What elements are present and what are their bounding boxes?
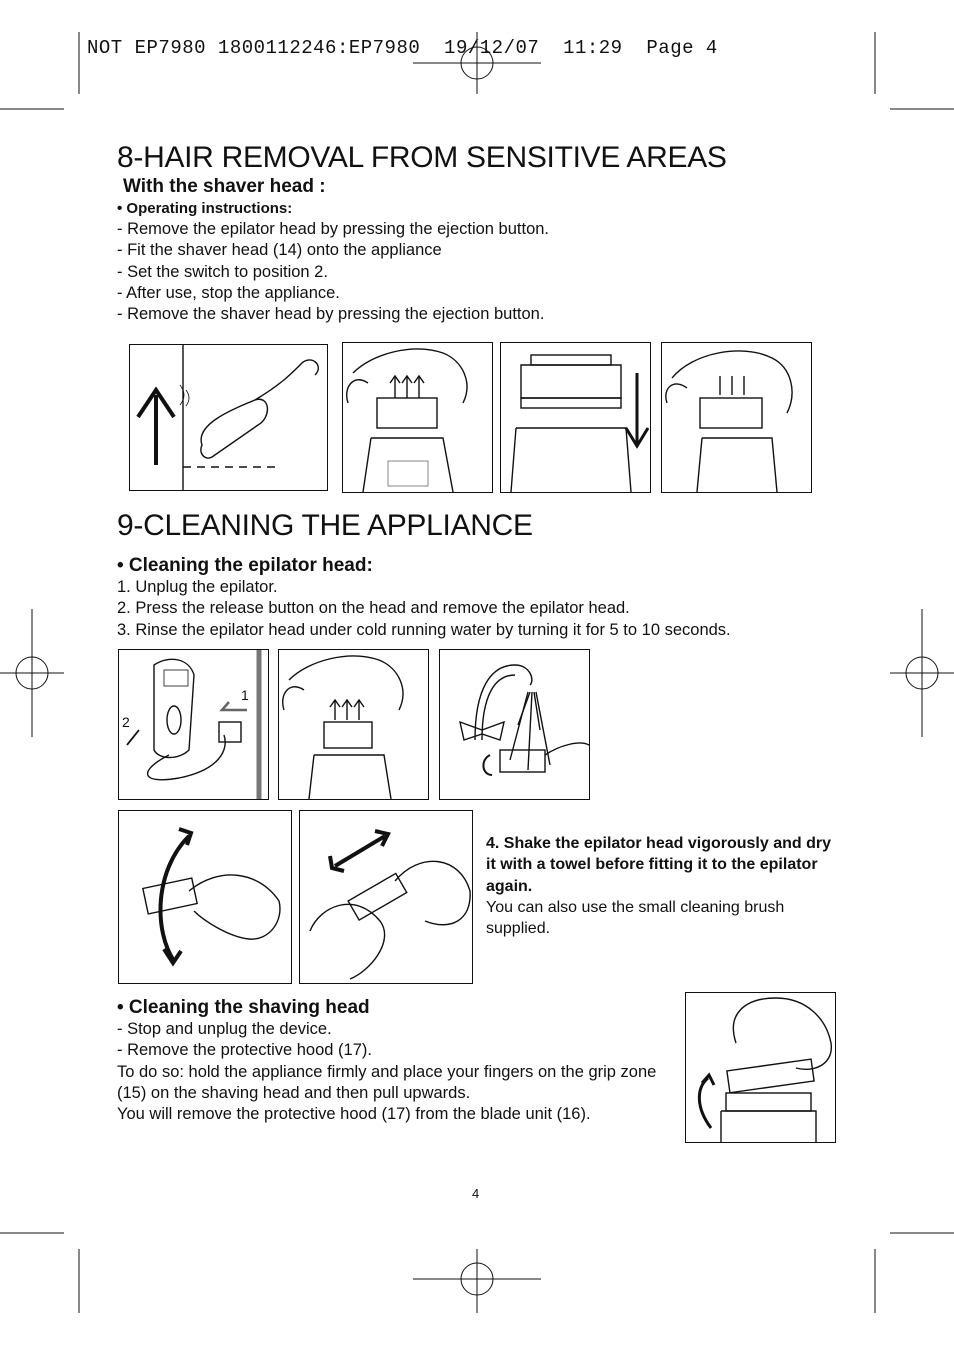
figure-shaving-motion <box>129 344 328 491</box>
figure-label-1: 1 <box>241 687 249 703</box>
step-line: 3. Rinse the epilator head under cold ru… <box>117 620 731 639</box>
water-tap-icon <box>459 664 533 741</box>
step-line: 1. Unplug the epilator. <box>117 578 278 596</box>
step-line: 2. Press the release button on the head … <box>117 599 630 618</box>
rotate-arrow-icon <box>697 1076 713 1129</box>
crop-mark-icon <box>0 32 954 1313</box>
step-4-text: 4. Shake the epilator head vigorously an… <box>486 833 831 939</box>
figure-shake-head <box>118 810 292 984</box>
step-line: To do so: hold the appliance firmly and … <box>117 1062 657 1102</box>
brush-icon <box>328 829 408 921</box>
figure-unplug: 1 2 <box>118 649 269 800</box>
shaving-head-steps: - Stop and unplug the device. - Remove t… <box>117 1019 677 1125</box>
shaving-head-heading: • Cleaning the shaving head <box>117 997 370 1018</box>
step-line: - Set the switch to position 2. <box>117 262 328 281</box>
figure-release-head <box>278 649 429 800</box>
epilator-head-heading: • Cleaning the epilator head: <box>117 555 373 576</box>
step-line: - Remove the protective hood (17). <box>117 1041 372 1060</box>
rotate-arrow-icon <box>482 754 493 776</box>
print-header: NOT EP7980 1800112246:EP7980 19/12/07 11… <box>87 37 718 59</box>
section-8-steps: - Remove the epilator head by pressing t… <box>117 219 549 325</box>
shaver-head-subtitle: With the shaver head : <box>123 176 326 197</box>
operating-instructions-label: • Operating instructions: <box>117 200 293 217</box>
step-line: - Fit the shaver head (14) onto the appl… <box>117 241 442 260</box>
arrow-down-icon <box>624 373 650 449</box>
epilator-cleaning-steps: 1. Unplug the epilator. 2. Press the rel… <box>117 577 731 641</box>
arrow-up-icon <box>136 386 176 465</box>
figure-cleaning-brush <box>299 810 473 984</box>
page-number: 4 <box>472 1186 480 1201</box>
arrow-up-icon <box>329 698 365 720</box>
figure-remove-shaver-head <box>661 342 812 493</box>
step-line: - Remove the epilator head by pressing t… <box>117 220 550 238</box>
step-line: - Remove the shaver head by pressing the… <box>117 305 545 324</box>
arrow-up-icon <box>719 376 745 395</box>
figure-fit-shaver-head <box>500 342 651 493</box>
step-line: - Stop and unplug the device. <box>117 1020 332 1038</box>
step-4-bold: 4. Shake the epilator head vigorously an… <box>486 835 831 895</box>
figure-rinse-water <box>439 649 590 800</box>
step-line: You will remove the protective hood (17)… <box>117 1105 591 1124</box>
arrow-up-icon <box>389 374 425 398</box>
section-9-title: 9-CLEANING THE APPLIANCE <box>117 509 533 542</box>
figure-remove-protective-hood <box>685 992 836 1143</box>
figure-label-2: 2 <box>122 714 130 730</box>
registration-mark-icon <box>0 32 954 1313</box>
step-4-brush-note: You can also use the small cleaning brus… <box>486 898 785 938</box>
figure-remove-epilator-head <box>342 342 493 493</box>
section-8-title: 8-HAIR REMOVAL FROM SENSITIVE AREAS <box>117 141 727 174</box>
step-line: - After use, stop the appliance. <box>117 283 340 302</box>
